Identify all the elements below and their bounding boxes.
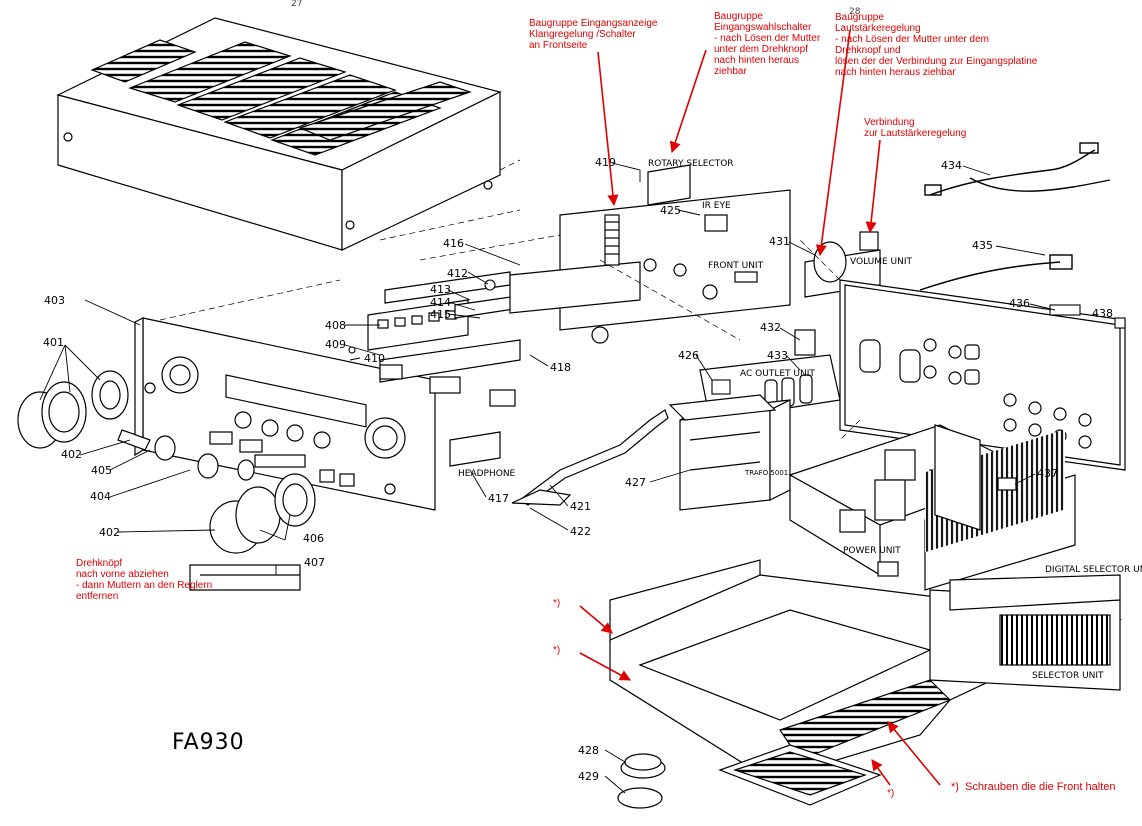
part-number-432: 432 bbox=[760, 321, 781, 334]
part-number-436: 436 bbox=[1009, 297, 1030, 310]
label-trafo: TRAFO 5001 bbox=[745, 469, 789, 477]
part-number-415: 415 bbox=[430, 308, 451, 321]
part-number-401: 401 bbox=[43, 336, 64, 349]
part-number-412: 412 bbox=[447, 267, 468, 280]
power-unit bbox=[788, 424, 1076, 591]
part-number-435: 435 bbox=[972, 239, 993, 252]
part-number-428: 428 bbox=[578, 744, 599, 757]
annotation-schrauben: *) Schrauben die die Front halten bbox=[951, 781, 1116, 793]
part-number-414: 414 bbox=[430, 296, 451, 309]
page-number-right: 28 bbox=[849, 7, 861, 17]
part-number-402b: 402 bbox=[99, 526, 120, 539]
label-volume-unit: VOLUME UNIT bbox=[850, 257, 913, 267]
label-front-unit: FRONT UNIT bbox=[708, 261, 764, 271]
page-number-left: 27 bbox=[291, 0, 303, 9]
label-ir-eye: IR EYE bbox=[702, 201, 731, 211]
part-number-405: 405 bbox=[91, 464, 112, 477]
part-number-403: 403 bbox=[44, 294, 65, 307]
front-unit-pcb bbox=[509, 164, 791, 344]
model-label: FA930 bbox=[172, 730, 245, 755]
annotation-eingangswahl: Baugruppe Eingangswahlschalter - nach Lö… bbox=[714, 11, 821, 77]
annotation-star-1: *) bbox=[553, 598, 561, 609]
part-number-429: 429 bbox=[578, 770, 599, 783]
label-selector-unit: SELECTOR UNIT bbox=[1032, 671, 1104, 681]
part-number-418: 418 bbox=[550, 361, 571, 374]
annotation-star-2: *) bbox=[553, 645, 561, 656]
cables bbox=[919, 142, 1111, 291]
annotation-drehknoepfe: Drehknöpf nach vorne abziehen - dann Mut… bbox=[76, 558, 213, 602]
part-number-427: 427 bbox=[625, 476, 646, 489]
part-number-434: 434 bbox=[941, 159, 962, 172]
part-number-402a: 402 bbox=[61, 448, 82, 461]
part-number-433: 433 bbox=[767, 349, 788, 362]
part-number-406: 406 bbox=[303, 532, 324, 545]
part-number-422: 422 bbox=[570, 525, 591, 538]
part-number-408: 408 bbox=[325, 319, 346, 332]
part-number-410: 410 bbox=[364, 352, 385, 365]
guide-lines bbox=[159, 159, 861, 441]
knobs bbox=[17, 370, 316, 591]
top-cover bbox=[56, 17, 502, 251]
part-number-407: 407 bbox=[304, 556, 325, 569]
part-number-404: 404 bbox=[90, 490, 111, 503]
part-number-438: 438 bbox=[1092, 307, 1113, 320]
transformer bbox=[668, 394, 791, 511]
leader-lines bbox=[39, 162, 1056, 794]
label-power-unit: POWER UNIT bbox=[843, 546, 901, 556]
label-ac-outlet-unit: AC OUTLET UNIT bbox=[740, 369, 815, 379]
bottom-plate bbox=[718, 744, 882, 806]
part-number-431: 431 bbox=[769, 235, 790, 248]
label-digital-selector-unit: DIGITAL SELECTOR UNIT bbox=[1045, 565, 1142, 575]
annotation-arrows bbox=[579, 29, 941, 786]
part-number-417: 417 bbox=[488, 492, 509, 505]
annotation-star-3: *) bbox=[887, 788, 895, 799]
part-number-421: 421 bbox=[570, 500, 591, 513]
part-number-425: 425 bbox=[660, 204, 681, 217]
feet bbox=[617, 753, 666, 809]
chassis bbox=[609, 559, 1123, 781]
part-number-437: 437 bbox=[1037, 467, 1058, 480]
small-parts bbox=[348, 279, 1126, 395]
part-number-419: 419 bbox=[595, 156, 616, 169]
part-number-409: 409 bbox=[325, 338, 346, 351]
label-rotary-selector: ROTARY SELECTOR bbox=[648, 159, 734, 169]
part-number-416: 416 bbox=[443, 237, 464, 250]
annotation-verbindung: Verbindung zur Lautstärkeregelung bbox=[864, 117, 967, 139]
rear-panel bbox=[839, 279, 1126, 471]
label-headphone: HEADPHONE bbox=[458, 469, 516, 479]
ribbon-cables bbox=[511, 409, 669, 506]
part-number-426: 426 bbox=[678, 349, 699, 362]
annotation-eingangsanzeige: Baugruppe Eingangsanzeige Klangregelung … bbox=[529, 18, 658, 51]
annotation-lautstaerke: Baugruppe Lautstärkeregelung - nach Löse… bbox=[835, 12, 1038, 78]
part-number-413: 413 bbox=[430, 283, 451, 296]
